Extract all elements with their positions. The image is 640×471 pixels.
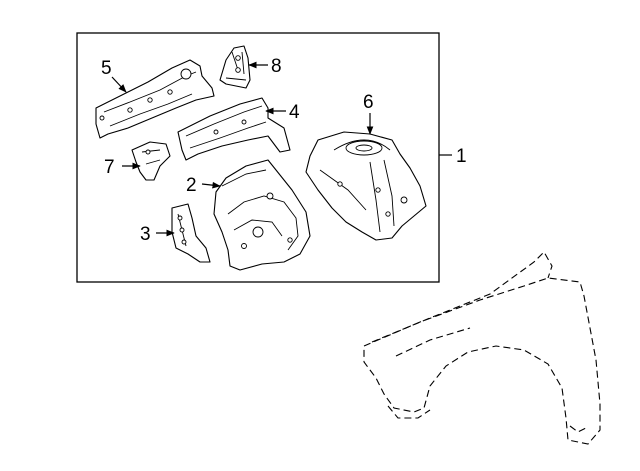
callout-3-label: 3 [140,224,151,245]
part-6-strut-tower [305,131,427,241]
callout-1-label: 1 [456,146,467,167]
callout-5-label: 5 [101,58,112,79]
part-3-bracket [171,203,211,263]
callout-7-label: 7 [104,157,115,178]
callout-4-label: 4 [289,102,300,123]
part-8-bracket [219,45,251,89]
assembly-frame [76,32,440,283]
fender-dashed-outline [363,251,601,445]
callout-2-leader [201,181,221,189]
part-5-rail [95,59,215,139]
part-2-wheelhouse [213,159,311,271]
part-7-gusset [131,141,171,181]
part-4-apron [177,97,291,161]
callout-5-leader [111,76,127,93]
callout-6-label: 6 [363,92,374,113]
callout-8-label: 8 [271,56,282,77]
callout-2-label: 2 [186,175,197,196]
